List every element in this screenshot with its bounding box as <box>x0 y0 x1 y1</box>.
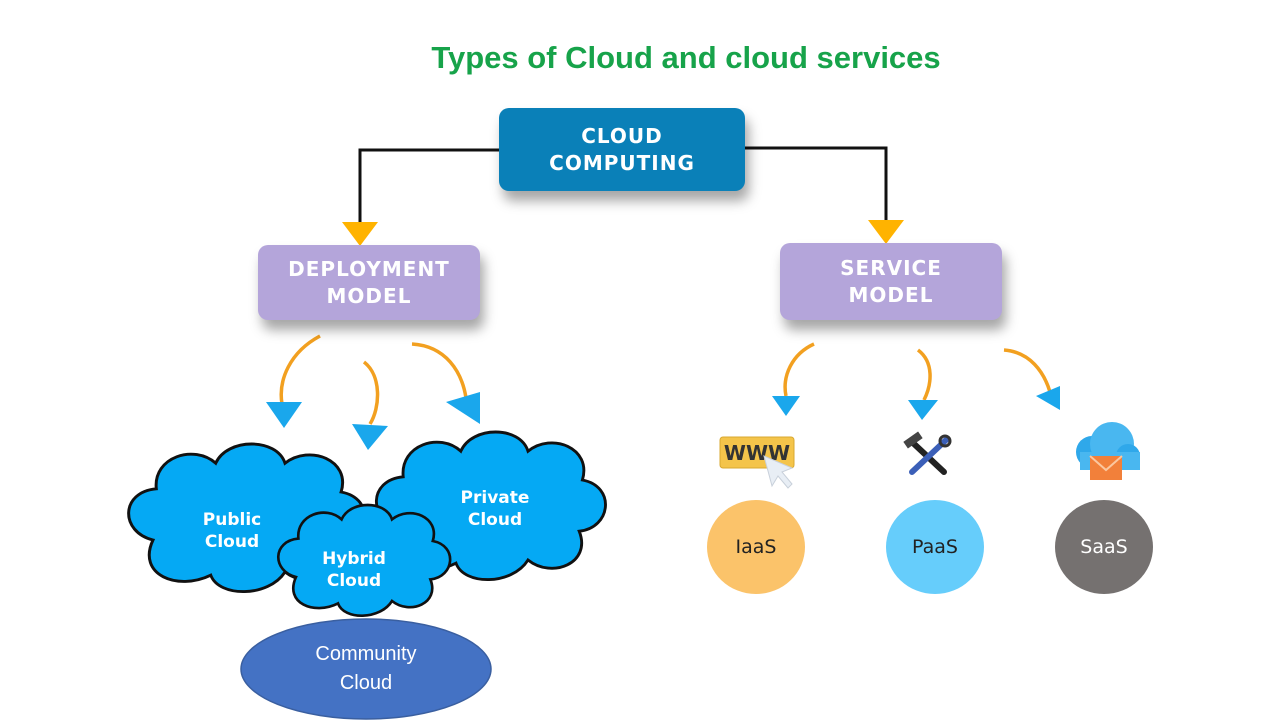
arrowhead-saas <box>1036 386 1060 410</box>
public-cloud-label-line1: Public <box>202 510 262 530</box>
arrowhead-hybrid <box>352 424 388 450</box>
curve-arrow-iaas <box>783 342 815 397</box>
hybrid-cloud-label: Hybrid Cloud <box>322 548 386 592</box>
cloud-computing-line2: COMPUTING <box>549 150 695 175</box>
curve-arrow-paas <box>916 348 932 401</box>
arrowhead-private <box>446 392 480 424</box>
cloud-computing-box: CLOUD COMPUTING <box>499 108 745 191</box>
tools-icon <box>903 431 952 475</box>
iaas-label: IaaS <box>735 536 777 558</box>
hybrid-cloud-label-line1: Hybrid <box>322 549 386 569</box>
public-cloud-label-line2: Cloud <box>204 532 260 552</box>
community-cloud-shape <box>240 618 492 720</box>
curve-arrow-public <box>279 334 321 405</box>
saas-circle: SaaS <box>1055 500 1153 594</box>
www-icon: WWW <box>719 436 795 489</box>
www-icon-text: WWW <box>724 441 790 465</box>
arrowhead-paas <box>908 400 938 420</box>
community-cloud-label-line2: Cloud <box>339 672 393 694</box>
community-cloud-label: Community Cloud <box>242 640 490 698</box>
curve-arrow-hybrid <box>362 360 380 425</box>
arrowhead-iaas <box>772 396 800 416</box>
deployment-model-line1: DEPLOYMENT <box>288 256 450 281</box>
iaas-circle: IaaS <box>707 500 805 594</box>
cloud-computing-line1: CLOUD <box>581 123 663 148</box>
connector-left <box>358 148 499 222</box>
deployment-model-box: DEPLOYMENT MODEL <box>258 245 480 320</box>
curve-arrow-private <box>411 342 468 399</box>
hybrid-cloud-label-line2: Cloud <box>326 571 382 591</box>
cloud-mail-icon <box>1076 422 1140 480</box>
arrow-head-service <box>868 220 904 244</box>
paas-circle: PaaS <box>886 500 984 594</box>
paas-label: PaaS <box>912 536 958 558</box>
community-cloud-label-line1: Community <box>315 643 417 665</box>
service-model-box: SERVICE MODEL <box>780 243 1002 320</box>
public-cloud-label: Public Cloud <box>203 509 261 553</box>
service-model-line2: MODEL <box>848 282 934 307</box>
arrowhead-public <box>266 402 302 428</box>
saas-label: SaaS <box>1080 536 1128 558</box>
private-cloud-label: Private Cloud <box>461 487 530 531</box>
arrow-head-deployment <box>342 222 378 246</box>
page-title: Types of Cloud and cloud services <box>431 40 941 75</box>
private-cloud-label-line1: Private <box>460 488 530 508</box>
private-cloud-label-line2: Cloud <box>467 510 523 530</box>
deployment-model-line2: MODEL <box>326 283 412 308</box>
service-model-line1: SERVICE <box>840 255 942 280</box>
curve-arrow-saas <box>1003 348 1052 393</box>
connector-right <box>745 146 888 220</box>
